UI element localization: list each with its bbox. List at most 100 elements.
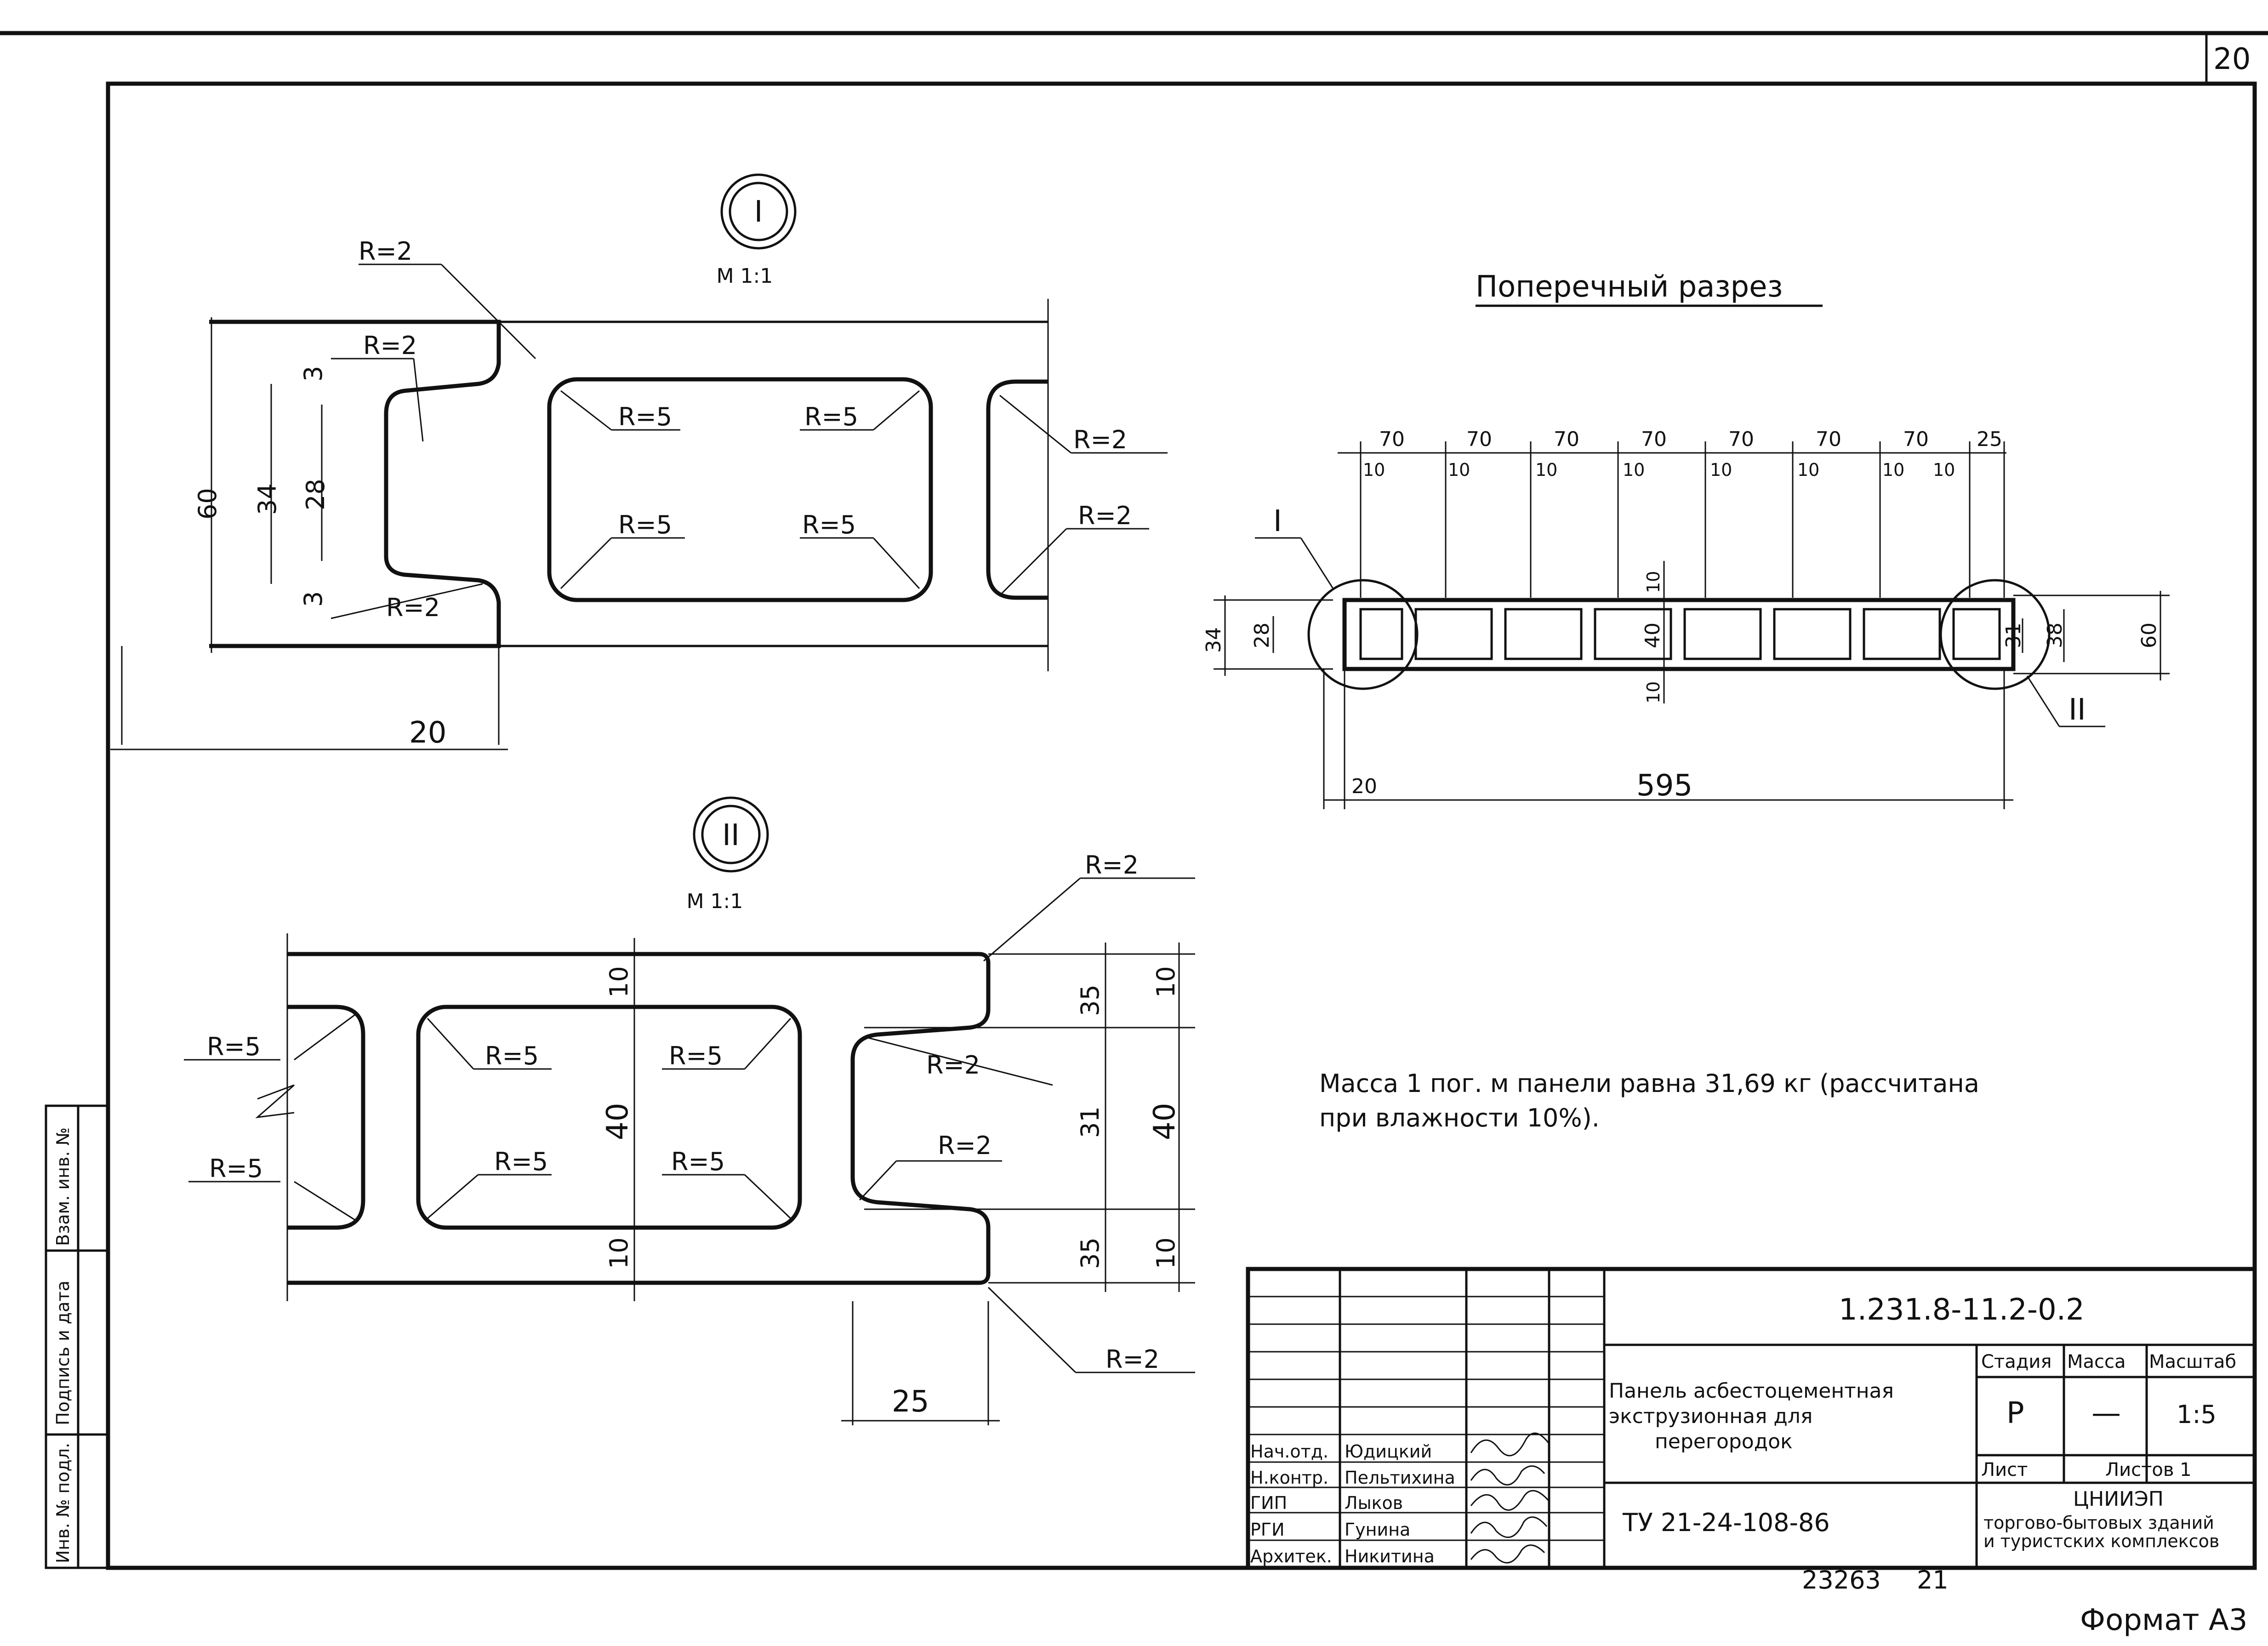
tb-role-3: ГИП [1250,1493,1287,1513]
d2-dim-10b: 10 [604,1237,633,1269]
d2-dim-31: 31 [1076,1106,1105,1138]
detail-2-marker: II [722,818,740,852]
tb-scale-h: Масштаб [2149,1351,2236,1372]
sec-top-6: 70 [1816,428,1841,451]
d2-r-bottom: R=2 [1106,1345,1159,1374]
detail-1: I М 1:1 60 34 28 3 3 20 R=2 R=2 R=2 R=5 … [110,173,1168,750]
d1-r5-d: R=5 [802,510,856,539]
sec-sub-7: 10 [1882,460,1904,480]
d2-dim-10d: 10 [1151,1237,1180,1269]
detail-1-scale: М 1:1 [717,264,773,288]
d1-dim-3b: 3 [299,591,328,607]
detail-1-marker: I [754,195,763,229]
tb-stage-v: Р [2006,1396,2024,1430]
d2-r5-d: R=5 [671,1147,725,1176]
sec-top-7: 70 [1903,428,1929,451]
tb-org-1: ЦНИИЭП [2073,1487,2164,1511]
sec-sub-5: 10 [1710,460,1732,480]
note-line2: при влажности 10%). [1319,1103,1600,1132]
tb-scale-v: 1:5 [2177,1400,2217,1429]
d1-r-d: R=2 [1078,501,1132,530]
d1-dim-34: 34 [253,483,282,515]
tb-name-5: Никитина [1345,1546,1435,1566]
sec-left-28: 28 [1250,623,1274,648]
stamp-inv: Инв. № подл. [53,1443,73,1563]
sec-sub-4: 10 [1623,460,1645,480]
tb-title-2: экструзионная для [1609,1405,1812,1428]
sec-sub-1: 10 [1363,460,1385,480]
tb-mass-h: Масса [2067,1351,2126,1372]
detail-2-scale: М 1:1 [687,890,743,913]
sheet-number: 20 [2213,42,2251,76]
note-line1: Масса 1 пог. м панели равна 31,69 кг (ра… [1319,1069,1979,1098]
sec-sub-3: 10 [1535,460,1557,480]
stamp-sign: Подпись и дата [53,1280,73,1425]
d1-r5-c: R=5 [618,510,672,539]
footer-code: 23263 [1802,1566,1881,1595]
d2-r5-left-a: R=5 [207,1032,261,1061]
d2-dim-10c: 10 [1151,966,1180,998]
sec-sub-8: 10 [1933,460,1955,480]
sec-top-3: 70 [1554,428,1579,451]
section-voids [1359,608,2001,660]
d2-r-b: R=2 [938,1131,992,1160]
d2-r5-left-b: R=5 [209,1154,263,1183]
signatures [1470,1432,1550,1564]
title-block: 1.231.8-11.2-0.2 Панель асбестоцементная… [1246,1267,2257,1570]
d2-r-top: R=2 [1085,851,1139,880]
sheet-frame: 20 [0,31,2268,1570]
tb-role-1: Нач.отд. [1250,1441,1328,1462]
sec-top-8: 25 [1977,428,2002,451]
sec-left-34: 34 [1202,627,1225,653]
tb-doc-code: 1.231.8-11.2-0.2 [1839,1293,2085,1327]
detail-2: II М 1:1 10 40 10 35 31 35 10 40 10 25 R… [184,796,1195,1425]
d2-dim-25: 25 [892,1385,929,1419]
side-stamp: Инв. № подл. Подпись и дата Взам. инв. № [45,1104,109,1569]
tb-role-5: Архитек. [1250,1546,1332,1566]
tb-name-3: Лыков [1345,1493,1403,1513]
sec-right-60: 60 [2137,623,2161,648]
tb-name-2: Пельтихина [1345,1468,1455,1488]
d1-r-b: R=2 [386,593,440,622]
d1-dim-60: 60 [193,488,222,520]
stamp-replace: Взам. инв. № [53,1127,73,1246]
sheet-format: Формат А3 [2080,1603,2248,1637]
tb-name-4: Гунина [1345,1520,1410,1540]
sec-callout-2: II [2069,693,2086,727]
sec-mid-10a: 10 [1643,571,1664,593]
d2-r5-b: R=5 [669,1041,723,1070]
tb-role-4: РГИ [1250,1520,1285,1540]
d1-dim-20: 20 [409,716,446,750]
tb-spec: ТУ 21-24-108-86 [1622,1508,1830,1537]
d1-r-top: R=2 [359,237,412,266]
sec-bottom-20: 20 [1351,775,1377,798]
tb-org-3: и туристских комплексов [1983,1531,2219,1551]
d2-dim-40b: 40 [1148,1103,1182,1140]
d2-r-a: R=2 [926,1051,980,1080]
sec-mid-10b: 10 [1643,681,1664,703]
sec-mid-40: 40 [1641,623,1664,648]
tb-mass-v: — [2091,1396,2121,1430]
tb-sheets-label: Листов 1 [2105,1459,2192,1480]
sec-top-1: 70 [1379,428,1405,451]
d1-dim-28: 28 [301,479,330,510]
sec-top-2: 70 [1466,428,1492,451]
tb-org-2: торгово-бытовых зданий [1983,1513,2214,1533]
d1-r-a: R=2 [363,331,417,360]
d2-dim-35b: 35 [1076,1237,1105,1269]
sec-callout-1: I [1273,504,1282,538]
sec-bottom-595: 595 [1636,769,1692,803]
sec-right-38: 38 [2043,623,2067,648]
sec-sub-2: 10 [1448,460,1470,480]
sec-sub-6: 10 [1797,460,1819,480]
tb-name-1: Юдицкий [1345,1441,1432,1462]
d1-dim-3a: 3 [299,366,328,382]
tb-title-3: перегородок [1655,1430,1793,1453]
tb-role-2: Н.контр. [1250,1468,1328,1488]
sec-top-5: 70 [1728,428,1754,451]
section-title: Поперечный разрез [1476,270,1783,304]
d2-r5-c: R=5 [494,1147,548,1176]
cross-section: Поперечный разрез 70 [1202,270,2170,809]
footer-num: 21 [1917,1566,1949,1595]
